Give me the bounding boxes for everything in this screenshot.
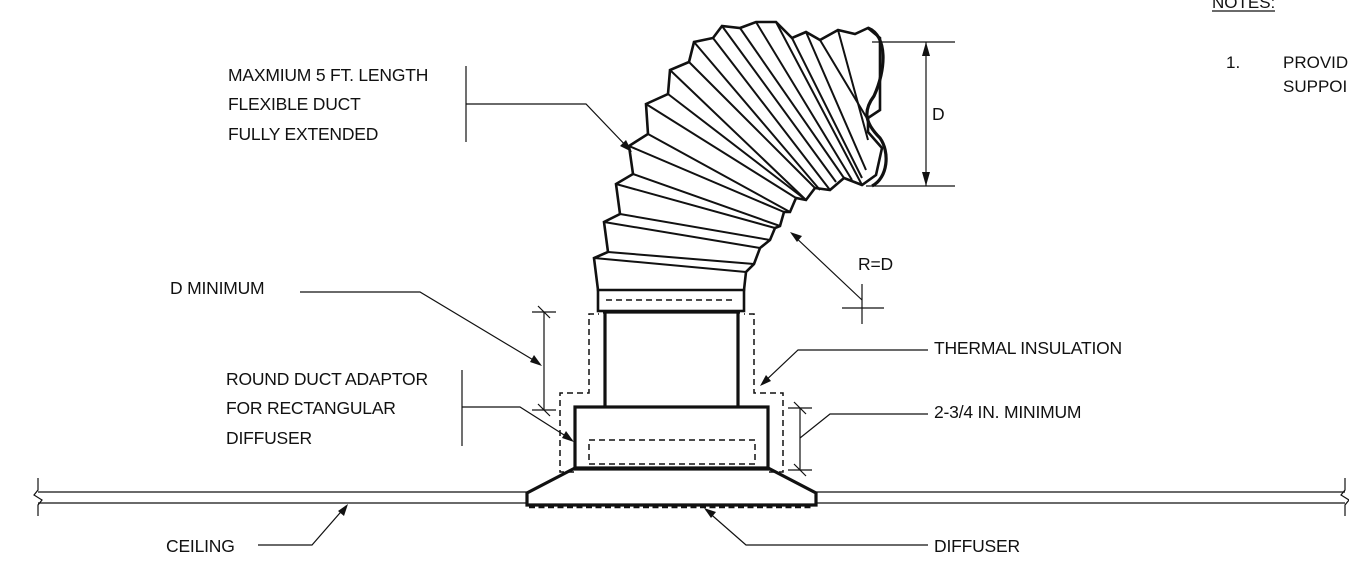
thermal-insulation-label: THERMAL INSULATION: [934, 338, 1122, 358]
thermal-insulation-leader: [760, 349, 928, 386]
d-minimum-label: D MINIMUM: [170, 278, 264, 298]
note-line-2: SUPPOI: [1283, 77, 1347, 96]
min-2-3-4-label: 2-3/4 IN. MINIMUM: [934, 402, 1081, 422]
flex-duct-label-line-2: FLEXIBLE DUCT: [228, 94, 361, 114]
min-2-3-4-leader: [788, 401, 928, 477]
ceiling: [33, 478, 1349, 516]
round-duct-adaptor: [573, 287, 770, 471]
adaptor-label-line-1: ROUND DUCT ADAPTOR: [226, 369, 428, 389]
flex-duct-leader: [465, 66, 632, 152]
dimension-d: [866, 41, 955, 187]
thermal-insulation-outline: [559, 313, 784, 473]
radius-leader: [790, 232, 884, 324]
diffuser: [525, 466, 818, 509]
note-number: 1.: [1226, 53, 1240, 72]
flex-duct-label-line-3: FULLY EXTENDED: [228, 124, 378, 144]
diffuser-label: DIFFUSER: [934, 536, 1020, 556]
ceiling-label: CEILING: [166, 536, 235, 556]
d-minimum-leader: [300, 291, 556, 417]
diffuser-leader: [704, 508, 928, 546]
ceiling-leader: [258, 504, 348, 546]
notes-heading: NOTES:: [1212, 0, 1275, 12]
adaptor-label-line-3: DIFFUSER: [226, 428, 312, 448]
adaptor-leader: [461, 370, 574, 446]
note-line-1: PROVID: [1283, 53, 1348, 72]
flex-duct-label-line-1: MAXMIUM 5 FT. LENGTH: [228, 65, 428, 85]
radius-label: R=D: [858, 254, 893, 274]
flexible-duct: [592, 20, 888, 292]
dimension-d-label: D: [932, 104, 944, 124]
adaptor-label-line-2: FOR RECTANGULAR: [226, 398, 396, 418]
